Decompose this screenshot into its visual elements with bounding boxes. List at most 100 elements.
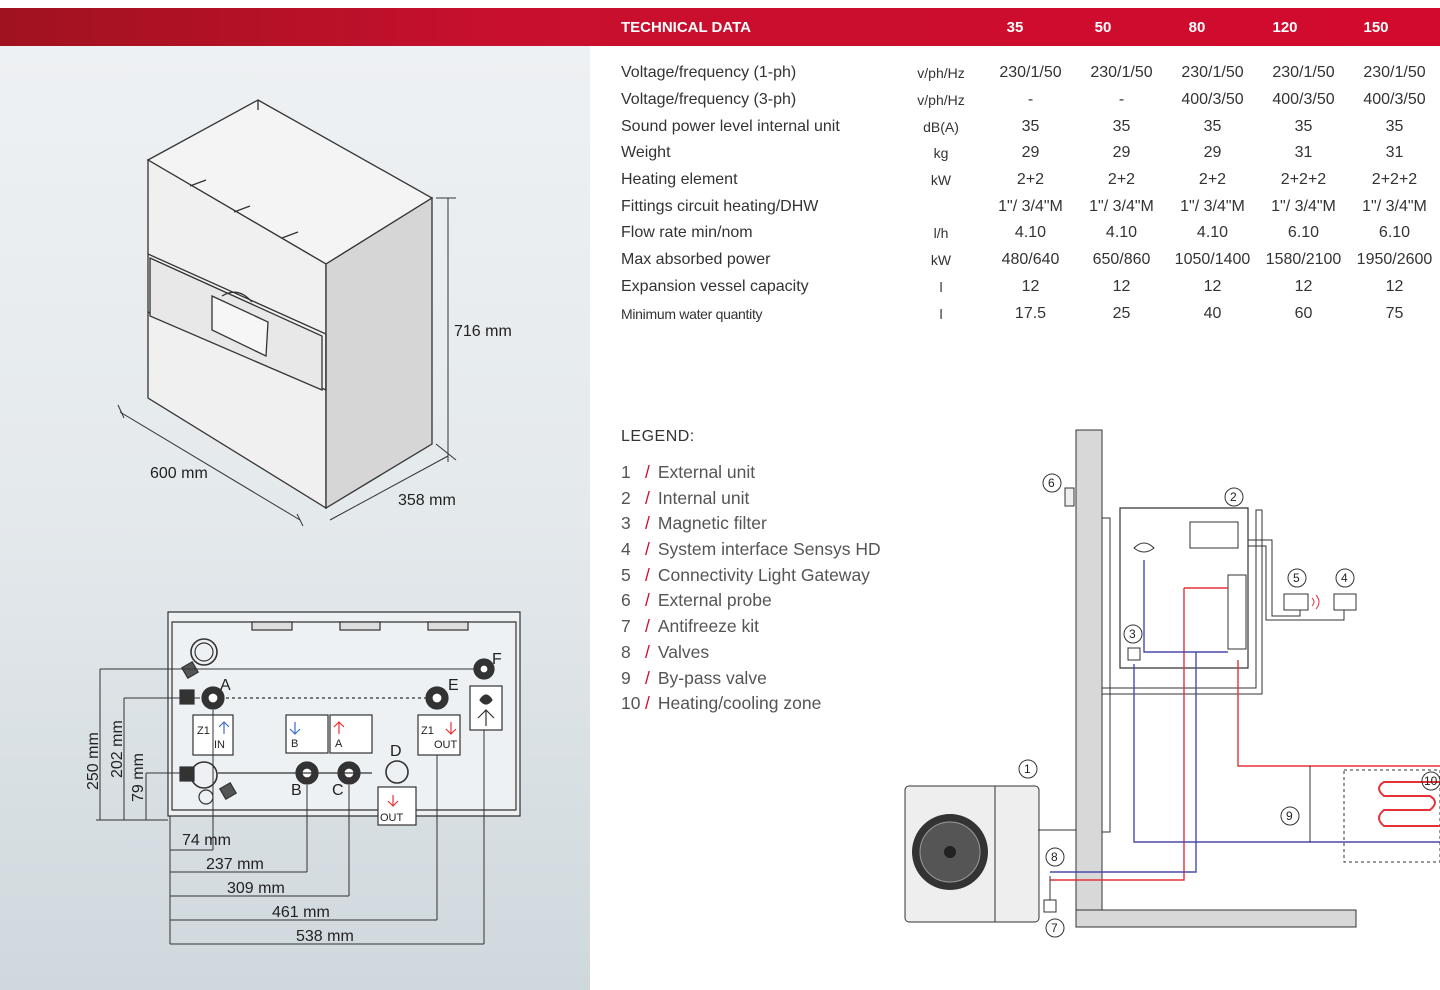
- dimension-250: 250 mm: [85, 732, 102, 790]
- legend-item: 4/System interface Sensys HD: [621, 538, 881, 564]
- legend-item: 1/External unit: [621, 461, 881, 487]
- spec-unit: l: [939, 278, 943, 295]
- schematic-number-markers: 1 2 3 4 5 6 7 8 9 10: [1018, 473, 1440, 938]
- model-column-35: 35: [1006, 19, 1024, 36]
- spec-value: 230/1/50: [1181, 64, 1244, 82]
- legend-separator: /: [645, 564, 650, 585]
- legend-label: Magnetic filter: [657, 513, 767, 534]
- spec-value: 31: [1385, 144, 1404, 162]
- connection-label-b: B: [291, 782, 302, 799]
- spec-value: 2+2: [1198, 171, 1227, 189]
- dimension-309: 309 mm: [227, 880, 285, 897]
- spec-value: 6.10: [1287, 224, 1320, 242]
- legend-number: 3: [621, 513, 631, 534]
- spec-value: 35: [1294, 117, 1313, 135]
- legend-separator: /: [645, 667, 650, 688]
- spec-value: 35: [1112, 117, 1131, 135]
- spec-label: Expansion vessel capacity: [621, 277, 809, 295]
- model-column-150: 150: [1363, 19, 1389, 36]
- spec-label: Heating element: [621, 171, 738, 189]
- spec-unit: v/ph/Hz: [917, 65, 965, 82]
- spec-value: 35: [1021, 117, 1040, 135]
- spec-value: 12: [1112, 277, 1131, 295]
- spec-value: 1"/ 3/4"M: [1089, 197, 1154, 215]
- dhw-out-label: OUT: [380, 812, 404, 824]
- spec-value: 400/3/50: [1272, 91, 1335, 109]
- spec-value: 2+2+2: [1371, 171, 1418, 189]
- spec-value: 12: [1294, 277, 1313, 295]
- spec-value: 400/3/50: [1181, 91, 1244, 109]
- legend-number: 5: [621, 564, 631, 585]
- spec-label: Max absorbed power: [621, 251, 771, 269]
- legend-number: 4: [621, 539, 631, 560]
- marker-6: 6: [1048, 476, 1055, 490]
- legend-label: Valves: [657, 641, 710, 662]
- dimension-depth: 358 mm: [398, 492, 456, 509]
- legend-number: 6: [621, 590, 631, 611]
- connection-label-c: C: [332, 782, 344, 799]
- spec-label: Fittings circuit heating/DHW: [621, 197, 819, 215]
- zone-out-label: OUT: [434, 739, 458, 751]
- spec-label: Flow rate min/nom: [621, 224, 753, 242]
- spec-value: 1"/ 3/4"M: [1362, 197, 1427, 215]
- bottom-view-drawing: [96, 611, 521, 945]
- dimension-461: 461 mm: [272, 904, 330, 921]
- spec-unit: l/h: [933, 225, 949, 242]
- spec-value: 230/1/50: [999, 64, 1062, 82]
- spec-label: Minimum water quantity: [621, 305, 763, 322]
- spec-value: 29: [1203, 144, 1222, 162]
- legend-number: 1: [621, 462, 631, 482]
- legend-number: 2: [621, 487, 631, 508]
- spec-value: -: [1027, 91, 1034, 109]
- model-column-80: 80: [1188, 19, 1206, 36]
- spec-value: 75: [1385, 304, 1404, 322]
- spec-value: 230/1/50: [1272, 64, 1335, 82]
- spec-value: 2+2: [1107, 171, 1136, 189]
- dimension-538: 538 mm: [296, 928, 354, 945]
- legend-label: Heating/cooling zone: [657, 693, 822, 714]
- legend-separator: /: [645, 539, 650, 560]
- spec-value: 1"/ 3/4"M: [998, 197, 1063, 215]
- spec-value: 2+2: [1016, 171, 1045, 189]
- spec-value: 17.5: [1014, 304, 1047, 322]
- zone-in-label: IN: [214, 739, 225, 751]
- legend-label: External unit: [657, 462, 756, 482]
- spec-value: 1580/2100: [1265, 251, 1342, 269]
- spec-unit: kg: [933, 145, 949, 162]
- isometric-unit-drawing: [117, 99, 457, 527]
- legend-item: 9/By-pass valve: [621, 667, 881, 693]
- spec-value: 40: [1203, 304, 1222, 322]
- spec-value: 60: [1294, 304, 1313, 322]
- spec-value: 29: [1112, 144, 1131, 162]
- spec-value: 4.10: [1014, 224, 1047, 242]
- symbol-a-label: A: [335, 738, 343, 750]
- spec-value: 12: [1021, 277, 1040, 295]
- marker-10: 10: [1424, 774, 1438, 788]
- spec-row: Voltage/frequency (3-ph)v/ph/Hz--400/3/5…: [612, 87, 1440, 114]
- legend-label: Internal unit: [657, 487, 750, 508]
- dimension-79: 79 mm: [130, 753, 147, 802]
- legend-separator: /: [645, 641, 650, 662]
- spec-unit: kW: [930, 252, 952, 269]
- spec-unit: dB(A): [923, 118, 959, 135]
- marker-3: 3: [1129, 627, 1136, 641]
- spec-label: Weight: [621, 144, 671, 162]
- spec-value: 230/1/50: [1090, 64, 1153, 82]
- spec-value: 31: [1294, 144, 1313, 162]
- spec-label: Voltage/frequency (1-ph): [621, 64, 797, 82]
- spec-value: 400/3/50: [1363, 91, 1426, 109]
- spec-value: -: [1118, 91, 1125, 109]
- spec-value: 35: [1203, 117, 1222, 135]
- legend-separator: /: [645, 487, 650, 508]
- spec-value: 1050/1400: [1174, 251, 1251, 269]
- technical-data-table: Voltage/frequency (1-ph) v/ph/Hz 230/1/50 2…: [612, 60, 1440, 327]
- legend-item: 6/External probe: [621, 589, 881, 615]
- legend-label: By-pass valve: [657, 667, 767, 688]
- spec-value: 29: [1021, 144, 1040, 162]
